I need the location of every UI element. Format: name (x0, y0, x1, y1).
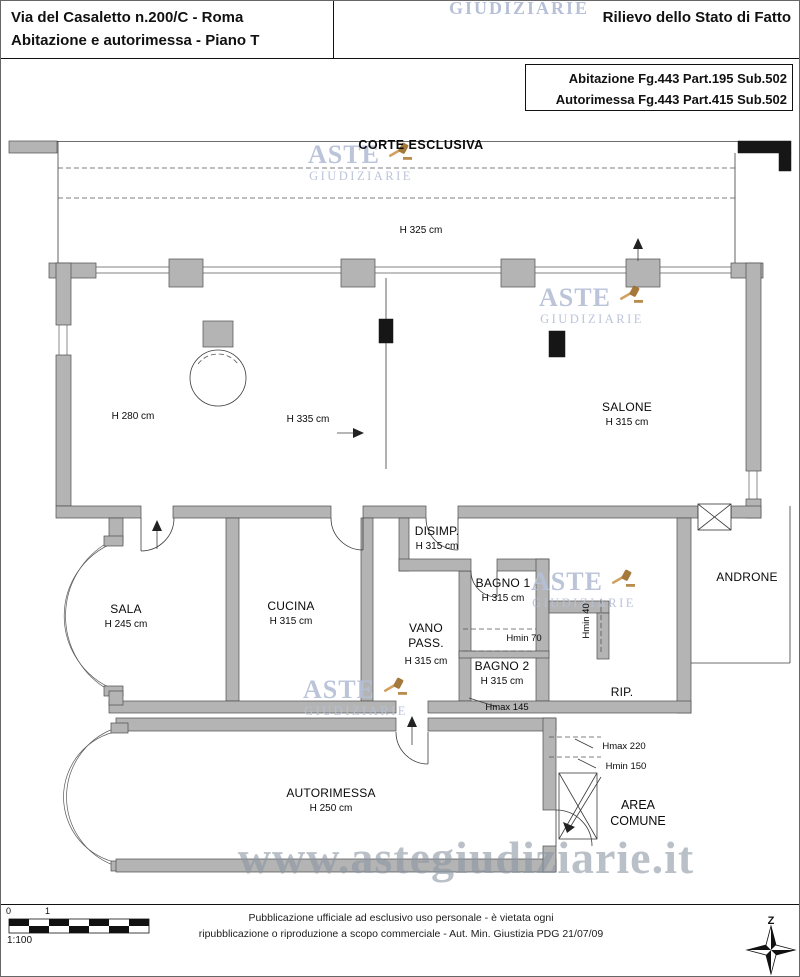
label-corte-height: H 325 cm (399, 225, 443, 236)
courtyard-lines (8, 140, 792, 263)
cadastre-line-2: Autorimessa Fg.443 Part.415 Sub.502 (555, 92, 787, 107)
dimension-lines (463, 599, 602, 769)
label-bagno2: BAGNO 2 H 315 cm (474, 659, 530, 687)
compass-rose-icon (745, 924, 797, 976)
label-sala: SALA H 245 cm (104, 602, 148, 630)
interior-walls (55, 505, 762, 714)
disclaimer: Pubblicazione ufficiale ad esclusivo uso… (151, 910, 651, 942)
label-cucina: CUCINA H 315 cm (267, 599, 315, 627)
label-vano-passante: VANO PASS. H 315 cm (404, 621, 448, 667)
cadastre-block: Abitazione Fg.443 Part.195 Sub.502 Autor… (529, 68, 787, 110)
scale-ratio: 1:100 (7, 935, 33, 946)
door-swings (140, 517, 498, 765)
scale-bar (8, 918, 150, 934)
address-line-1: Via del Casaletto n.200/C - Roma (11, 9, 244, 26)
spiral-stair (189, 320, 247, 407)
label-hmax145: Hmax 145 (485, 702, 529, 713)
label-hmin40: Hmin 40 (581, 603, 593, 639)
label-autorimessa: AUTORIMESSA H 250 cm (286, 786, 376, 814)
scale-tick-0: 0 (6, 906, 12, 916)
label-hmin70: Hmin 70 (506, 633, 542, 644)
north-facade-wall (48, 258, 764, 288)
columns (378, 278, 566, 469)
androne-lines (691, 503, 791, 664)
label-hmax220: Hmax 220 (602, 741, 646, 752)
label-zone-h280: H 280 cm (111, 411, 155, 422)
survey-title: Rilievo dello Stato di Fatto (602, 9, 791, 26)
sala-bay-window (63, 517, 124, 706)
garage-walls (63, 717, 593, 873)
label-salone: SALONE H 315 cm (602, 400, 652, 428)
compass-letter: Z (767, 915, 775, 927)
label-disimp: DISIMP. H 315 cm (414, 524, 460, 552)
scale-tick-1: 1 (45, 906, 51, 916)
label-rip: RIP. (610, 685, 634, 699)
label-bagno1: BAGNO 1 H 315 cm (475, 576, 531, 604)
address-block: Via del Casaletto n.200/C - Roma Abitazi… (11, 6, 331, 52)
address-line-2: Abitazione e autorimessa - Piano T (11, 32, 260, 49)
label-androne: ANDRONE (716, 570, 778, 584)
disclaimer-line-2: ripubblicazione o riproduzione a scopo c… (198, 928, 604, 940)
label-area-comune: AREA COMUNE (610, 798, 666, 828)
label-corte-esclusiva: CORTE ESCLUSIVA (358, 138, 484, 152)
perimeter-walls (55, 262, 762, 519)
common-area-lines (558, 772, 602, 840)
label-zone-h335: H 335 cm (286, 414, 330, 425)
disclaimer-line-1: Pubblicazione ufficiale ad esclusivo uso… (248, 912, 554, 924)
threshold-arrows (152, 238, 643, 745)
label-hmin150: Hmin 150 (605, 761, 647, 772)
cadastre-line-1: Abitazione Fg.443 Part.195 Sub.502 (568, 71, 787, 86)
